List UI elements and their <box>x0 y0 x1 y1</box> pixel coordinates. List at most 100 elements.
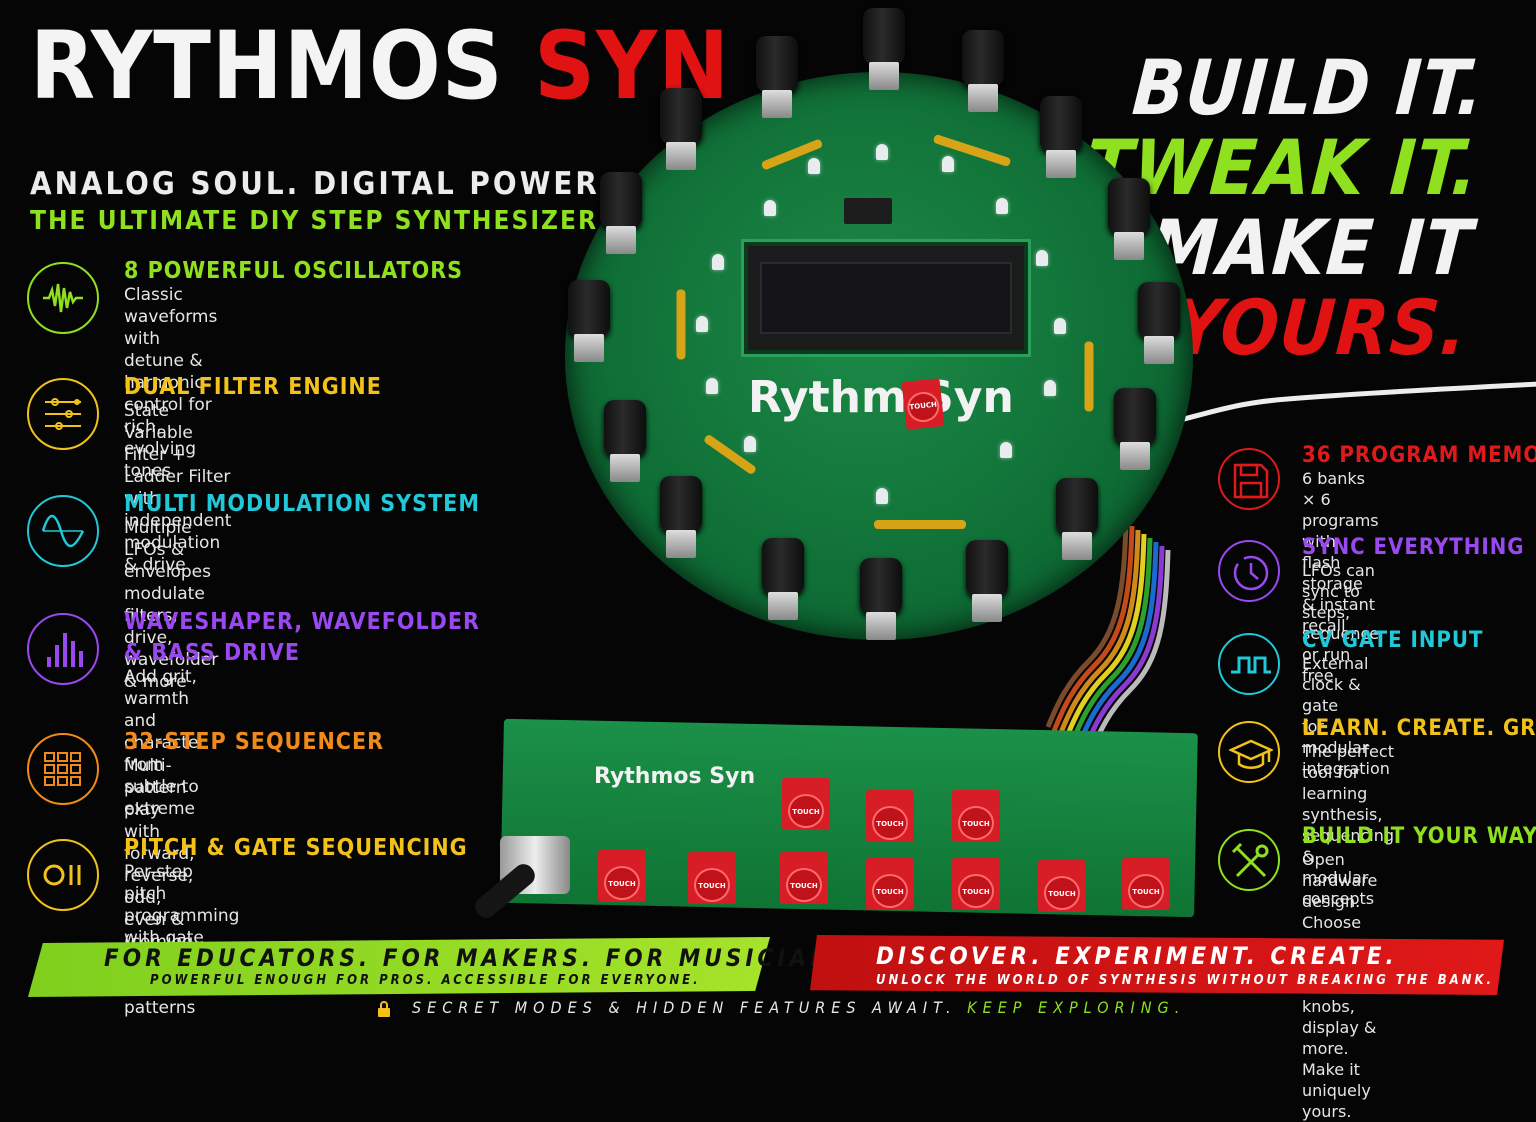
board-logo-text: Rythm Syn <box>748 372 1014 423</box>
floppy-disk-icon <box>1218 448 1280 510</box>
feature-title: 32-STEP SEQUENCER <box>124 729 385 755</box>
filter-circuit-icon <box>27 378 99 450</box>
feature-title: WAVESHAPER, WAVEFOLDER & BASS DRIVE <box>124 609 480 666</box>
synth-knob[interactable] <box>1108 178 1150 260</box>
led-light <box>876 144 888 160</box>
synth-knob[interactable] <box>660 476 702 558</box>
synth-knob[interactable] <box>962 30 1004 112</box>
touch-pad[interactable]: TOUCH <box>598 850 646 902</box>
synth-knob[interactable] <box>863 8 905 90</box>
feature-description: Classic waveforms with detune & harmonic… <box>124 285 218 481</box>
lcd-display <box>744 242 1028 354</box>
banner-right-line2: UNLOCK THE WORLD OF SYNTHESIS WITHOUT BR… <box>876 973 1494 988</box>
synth-knob[interactable] <box>756 36 798 118</box>
square-wave-icon <box>1218 633 1280 695</box>
synth-knob[interactable] <box>1056 478 1098 560</box>
tagline: ANALOG SOUL. DIGITAL POWER. <box>30 166 615 202</box>
feature-title: 36 PROGRAM MEMORIES <box>1302 443 1536 468</box>
led-light <box>706 378 718 394</box>
led-light <box>712 254 724 270</box>
synth-knob[interactable] <box>966 540 1008 622</box>
touch-pad[interactable]: TOUCH <box>780 852 828 904</box>
banner-right <box>810 935 1504 995</box>
touch-pad-label: TOUCH <box>1132 888 1160 896</box>
footer-main: SECRET MODES & HIDDEN FEATURES AWAIT. <box>412 998 957 1017</box>
feature-title: 8 POWERFUL OSCILLATORS <box>124 258 464 284</box>
feature-description: 6 banks × 6 programs with flash storage … <box>1302 469 1379 635</box>
feature-title: LEARN. CREATE. GROW. <box>1302 716 1536 741</box>
touch-pad-label: TOUCH <box>698 882 726 890</box>
strip-logo: Rythmos Syn <box>594 764 756 789</box>
feature-title: SYNC EVERYTHING <box>1302 535 1525 560</box>
feature-title: BUILD IT YOUR WAY <box>1302 824 1536 849</box>
gate-icon <box>27 839 99 911</box>
synth-knob[interactable] <box>660 88 702 170</box>
touch-pad[interactable]: TOUCH <box>952 790 1000 842</box>
touch-pad-label: TOUCH <box>790 882 818 890</box>
bars-icon <box>27 613 99 685</box>
feature-title: MULTI MODULATION SYSTEM <box>124 491 480 517</box>
led-light <box>942 156 954 172</box>
touch-pad[interactable]: TOUCH <box>688 852 736 904</box>
synth-knob[interactable] <box>568 280 610 362</box>
touch-sensor[interactable]: TOUCH <box>901 378 945 430</box>
synth-knob[interactable] <box>860 558 902 640</box>
graduation-cap-icon <box>1218 721 1280 783</box>
touch-pad-label: TOUCH <box>1048 890 1076 898</box>
touch-pad-label: TOUCH <box>608 880 636 888</box>
synth-knob[interactable] <box>1040 96 1082 178</box>
banner-right-line1: DISCOVER. EXPERIMENT. CREATE. <box>876 942 1398 970</box>
feature-description: The perfect tool for learning synthesis,… <box>1302 742 1394 908</box>
feature-description: State Variable Filter + Ladder Filter wi… <box>124 401 232 575</box>
synth-knob[interactable] <box>604 400 646 482</box>
touch-pad-label: TOUCH <box>876 888 904 896</box>
feature-description: Add grit, warmth and character from subt… <box>124 667 206 819</box>
ic-chip <box>844 198 892 224</box>
led-light <box>764 200 776 216</box>
led-light <box>1036 250 1048 266</box>
board-logo: Rythm Syn <box>748 372 1014 423</box>
led-light <box>876 488 888 504</box>
title-part-1: RYTHMOS <box>30 12 504 121</box>
led-light <box>1000 442 1012 458</box>
led-light <box>1044 380 1056 396</box>
resistor <box>1084 341 1094 412</box>
led-light <box>696 316 708 332</box>
touch-pad-label: TOUCH <box>962 820 990 828</box>
led-light <box>996 198 1008 214</box>
lock-icon <box>378 1001 390 1017</box>
touch-pad[interactable]: TOUCH <box>1038 860 1086 912</box>
tools-icon <box>1218 829 1280 891</box>
clock-icon <box>1218 540 1280 602</box>
footer-text: SECRET MODES & HIDDEN FEATURES AWAIT. KE… <box>412 998 1185 1017</box>
touch-pad[interactable]: TOUCH <box>866 790 914 842</box>
led-light <box>808 158 820 174</box>
touch-pad[interactable]: TOUCH <box>1122 858 1170 910</box>
subtitle: THE ULTIMATE DIY STEP SYNTHESIZER <box>30 206 598 236</box>
usb-cable <box>1180 381 1536 423</box>
grid-icon <box>27 733 99 805</box>
synth-knob[interactable] <box>1138 282 1180 364</box>
synth-knob[interactable] <box>600 172 642 254</box>
resistor <box>874 520 966 529</box>
page-title: RYTHMOS SYN <box>30 20 730 114</box>
resistor <box>676 289 686 360</box>
feature-title: DUAL FILTER ENGINE <box>124 374 382 400</box>
synth-knob[interactable] <box>1114 388 1156 470</box>
touch-pad-label: TOUCH <box>876 820 904 828</box>
waveform-icon <box>27 262 99 334</box>
synth-knob[interactable] <box>762 538 804 620</box>
touch-pad[interactable]: TOUCH <box>782 778 830 830</box>
feature-title: PITCH & GATE SEQUENCING <box>124 835 468 861</box>
feature-description: External clock & gate for modular integr… <box>1302 654 1390 778</box>
touch-pad[interactable]: TOUCH <box>866 858 914 910</box>
feature-description: LFOs can sync to steps, sequence or run … <box>1302 561 1380 685</box>
banner-left-line2: POWERFUL ENOUGH FOR PROS. ACCESSIBLE FOR… <box>150 973 701 988</box>
touch-pad[interactable]: TOUCH <box>952 858 1000 910</box>
touch-pad-label: TOUCH <box>792 808 820 816</box>
footer-highlight: KEEP EXPLORING. <box>967 998 1186 1017</box>
banner-left-line1: FOR EDUCATORS. FOR MAKERS. FOR MUSICIANS… <box>104 944 864 972</box>
feature-description: Multiple LFOs & envelopes modulate filte… <box>124 518 219 692</box>
sine-wave-icon <box>27 495 99 567</box>
feature-title: CV GATE INPUT <box>1302 628 1484 653</box>
